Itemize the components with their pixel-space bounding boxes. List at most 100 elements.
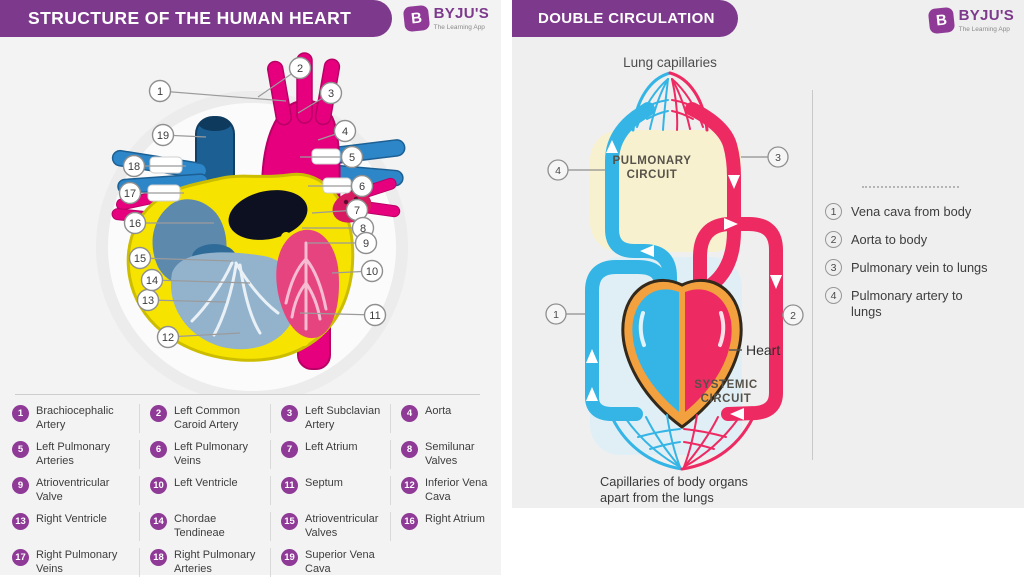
lung-capillaries-shape	[631, 71, 709, 132]
diagram-callout-16: 16	[123, 211, 147, 235]
legend-item-14: 14 Chordae Tendineae	[139, 512, 270, 541]
svg-text:4: 4	[555, 165, 561, 177]
legend-number-badge: 6	[150, 441, 167, 458]
legend-label: Left Common Caroid Artery	[174, 405, 241, 432]
pulmonary-artery-tube	[605, 102, 677, 304]
legend-number-badge: 8	[401, 441, 418, 458]
diagram-callout-5: 5	[340, 145, 364, 169]
byjus-logo-tagline: The Learning App	[433, 23, 485, 31]
svg-text:3: 3	[328, 88, 334, 100]
annotation-label: Pulmonary artery to lungs	[851, 288, 963, 319]
heart-label: Heart	[746, 342, 780, 358]
left-ventricle-shape	[276, 229, 340, 339]
diagram-callout-19: 19	[151, 123, 175, 147]
legend-label: Right Pulmonary Arteries	[174, 549, 256, 576]
left-panel-title: STRUCTURE OF THE HUMAN HEART	[0, 0, 392, 37]
annotation-label: Aorta to body	[851, 232, 928, 247]
legend-number-badge: 12	[401, 477, 418, 494]
body-capillaries-shape	[608, 411, 757, 471]
legend-number-badge: 14	[150, 513, 167, 530]
svg-text:7: 7	[354, 205, 360, 217]
legend-item-5: 5 Left Pulmonary Arteries	[12, 440, 139, 469]
legend-label: Right Ventricle	[36, 513, 107, 525]
svg-text:2: 2	[297, 63, 303, 75]
double-circulation-illustration: Lung capillaries PULMONARY CIRCUIT SYSTE…	[545, 55, 804, 505]
pulmonary-circuit-label-2: CIRCUIT	[627, 169, 678, 181]
annotation-label: Pulmonary vein to lungs	[851, 260, 988, 275]
svg-text:1: 1	[553, 309, 559, 321]
pulmonary-circuit-label-1: PULMONARY	[612, 155, 691, 167]
legend-label: Aorta	[425, 405, 452, 417]
left-panel-title-text: STRUCTURE OF THE HUMAN HEART	[28, 8, 352, 28]
body-capillaries-label-1: Capillaries of body organs	[600, 474, 748, 489]
svg-text:8: 8	[360, 223, 366, 235]
body-capillaries-label-2: apart from the lungs	[600, 490, 714, 505]
svg-text:5: 5	[349, 152, 355, 164]
diagram-callout-14: 14	[140, 268, 164, 292]
svg-text:4: 4	[342, 126, 348, 138]
diagram-callout-12: 12	[156, 325, 180, 349]
svg-text:1: 1	[157, 86, 163, 98]
annotation-item-1: 1 Vena cava from body	[825, 203, 1023, 220]
byjus-logo-name: BYJU'S	[958, 7, 1014, 24]
annotation-label: Vena cava from body	[851, 204, 972, 219]
annotation-number: 3	[825, 259, 842, 276]
legend-number-badge: 2	[150, 405, 167, 422]
svg-text:11: 11	[369, 310, 380, 322]
legend-label: Left Ventricle	[174, 477, 238, 489]
legend-number-badge: 5	[12, 441, 29, 458]
legend-item-10: 10 Left Ventricle	[139, 476, 270, 505]
legend-label: Left Pulmonary Veins	[174, 441, 248, 468]
svg-text:12: 12	[162, 332, 174, 344]
annotation-number: 1	[825, 203, 842, 220]
svg-text:13: 13	[142, 295, 154, 307]
legend-number-badge: 18	[150, 549, 167, 566]
diagram-callout-11: 11	[363, 303, 387, 327]
diagram-callout-17: 17	[118, 181, 142, 205]
legend-number-badge: 10	[150, 477, 167, 494]
annotation-item-3: 3 Pulmonary vein to lungs	[825, 259, 1023, 276]
legend-divider	[15, 394, 480, 395]
byjus-logo-icon: B	[927, 6, 955, 35]
legend-item-18: 18 Right Pulmonary Arteries	[139, 548, 270, 577]
diagram-callout-15: 15	[128, 246, 152, 270]
legend-item-2: 2 Left Common Caroid Artery	[139, 404, 270, 433]
legend-label: Semilunar Valves	[425, 441, 475, 468]
byjus-logo-text: BYJU'S The Learning App	[433, 5, 489, 31]
legend-label: Atrioventricular Valve	[36, 477, 110, 504]
diagram-callout-13: 13	[136, 288, 160, 312]
circulation-callout-3: 3	[767, 146, 789, 168]
flow-arrows	[586, 140, 782, 420]
legend-label: Chordae Tendineae	[174, 513, 225, 540]
svg-text:10: 10	[366, 266, 378, 278]
annotation-separator-line	[812, 90, 813, 460]
legend-label: Atrioventricular Valves	[305, 513, 379, 540]
pulmonary-circuit-area	[590, 130, 742, 252]
legend-number-badge: 4	[401, 405, 418, 422]
byjus-logo: B BYJU'S The Learning App	[402, 4, 489, 33]
atrium-valve-opening	[228, 190, 308, 240]
vena-cava-tube	[585, 260, 668, 421]
heart-shape	[621, 279, 743, 429]
aorta-tube	[693, 217, 783, 421]
legend-item-3: 3 Left Subclavian Artery	[270, 404, 390, 433]
legend-label: Left Pulmonary Arteries	[36, 441, 110, 468]
svg-text:19: 19	[157, 130, 169, 142]
legend-label: Septum	[305, 477, 343, 489]
legend-number-badge: 3	[281, 405, 298, 422]
right-ventricle-shape	[170, 252, 298, 350]
legend-label: Left Subclavian Artery	[305, 405, 381, 432]
heart-structure-panel: STRUCTURE OF THE HUMAN HEART B BYJU'S Th…	[0, 0, 501, 577]
right-panel-title: DOUBLE CIRCULATION	[512, 0, 738, 37]
legend-item-8: 8 Semilunar Valves	[390, 440, 494, 469]
byjus-logo-icon: B	[402, 4, 430, 33]
